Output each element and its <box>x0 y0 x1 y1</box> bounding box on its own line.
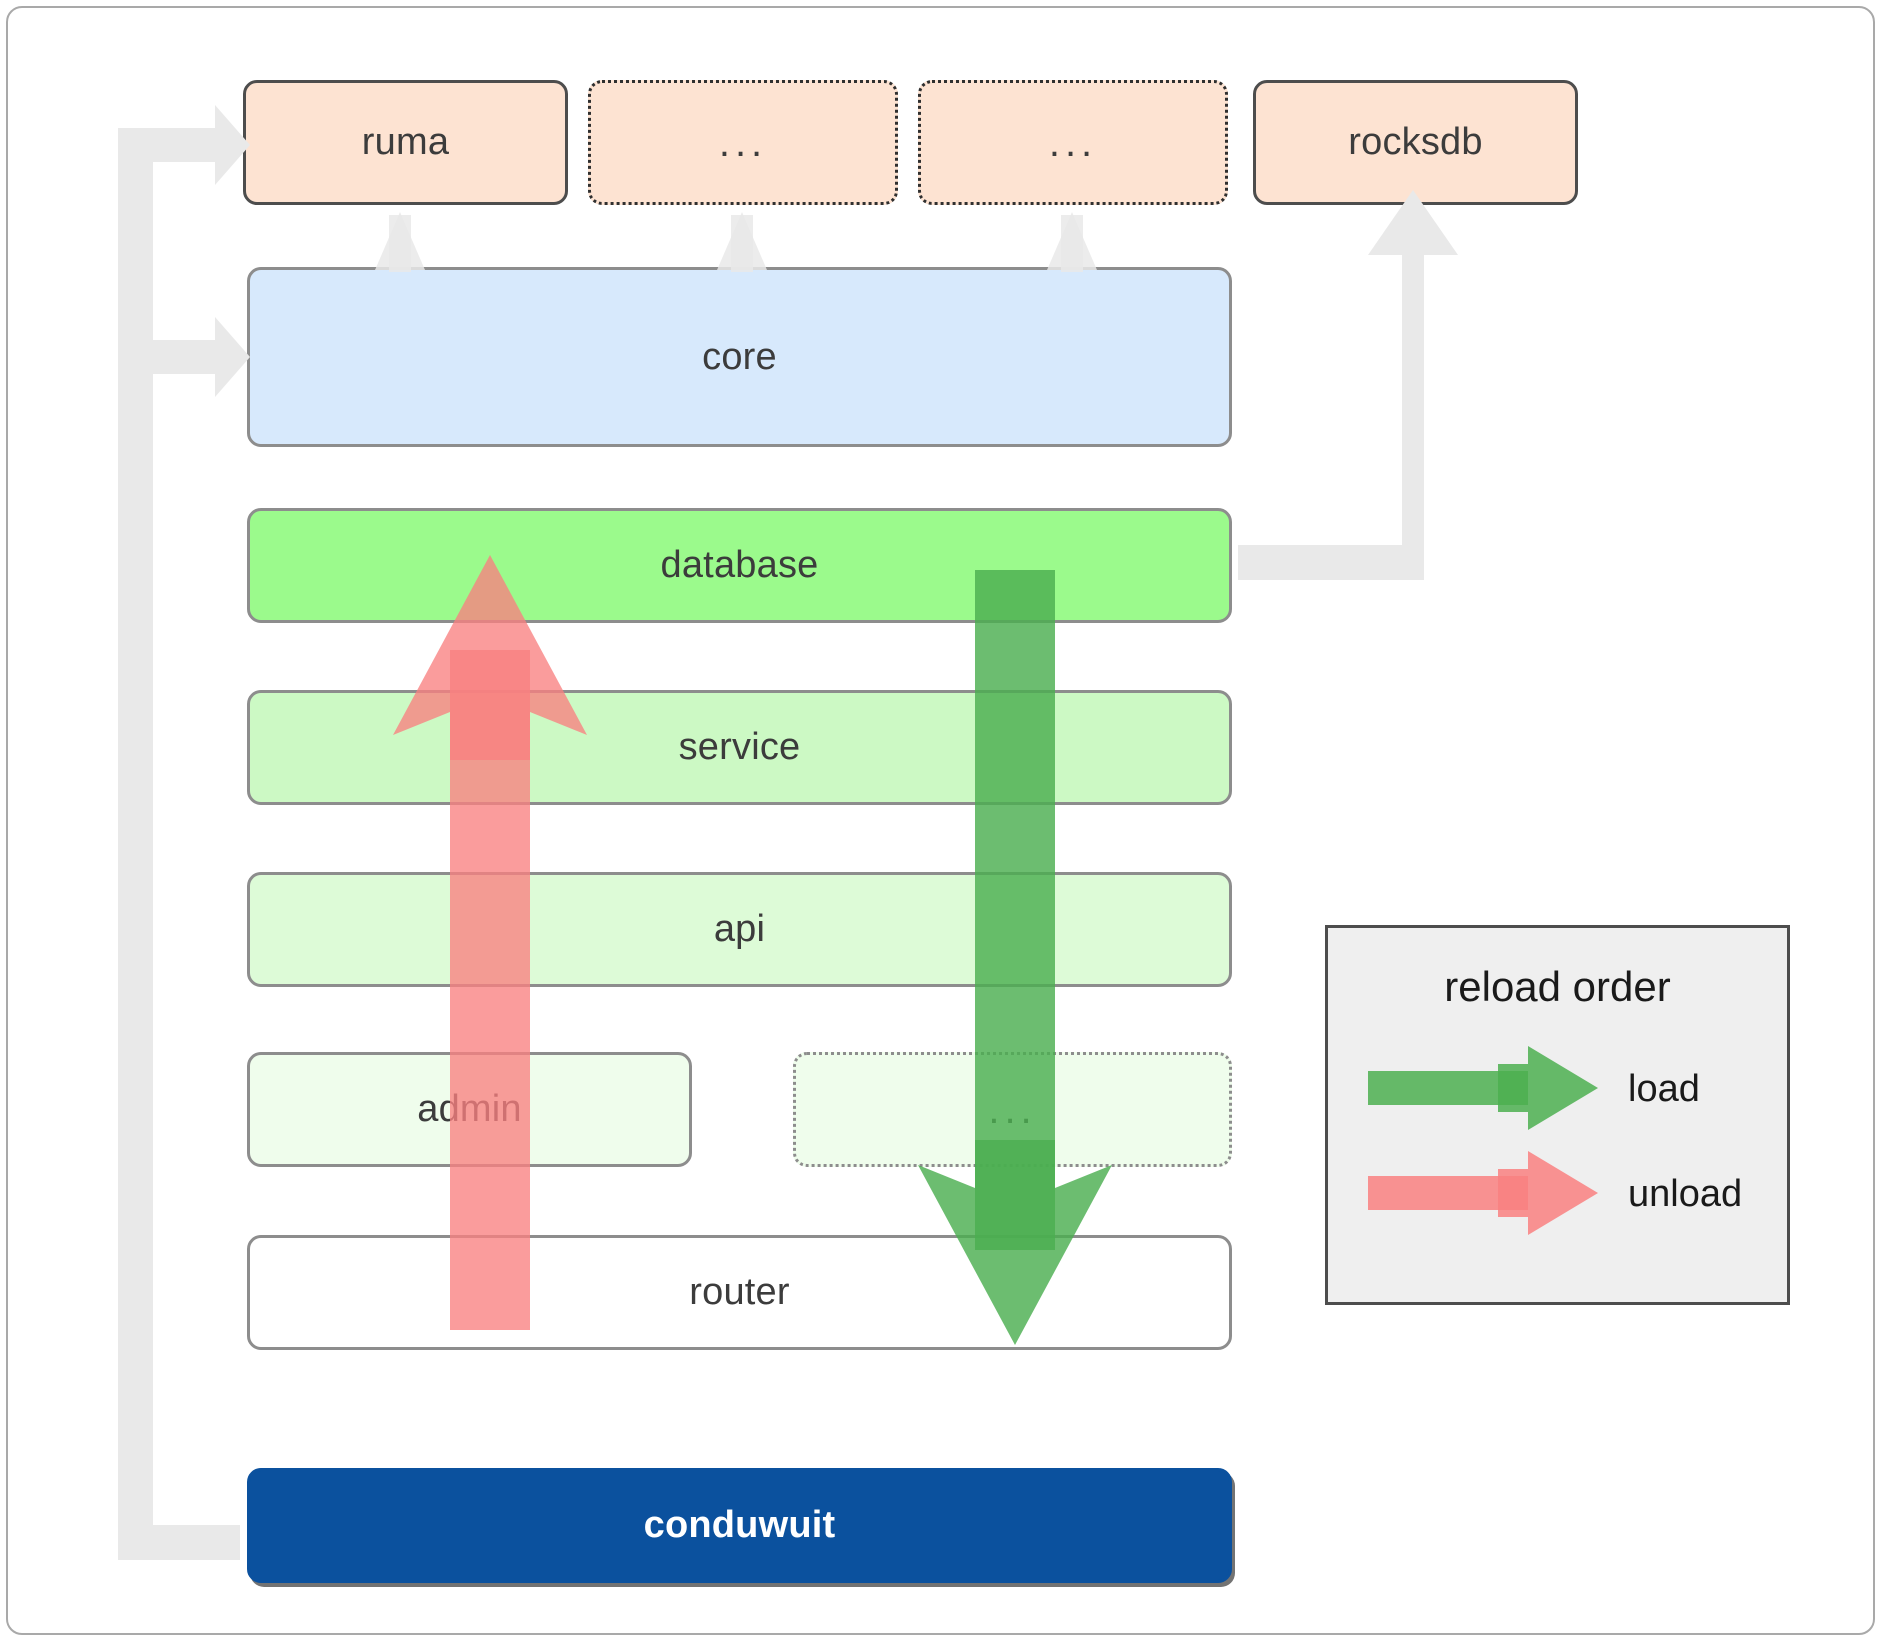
node-admin[interactable]: admin <box>247 1052 692 1167</box>
legend-load-arrow-icon <box>1368 1046 1598 1130</box>
node-ellipsis-top-1-label: ... <box>718 120 768 165</box>
legend-title: reload order <box>1444 963 1671 1010</box>
node-core-label: core <box>702 335 777 378</box>
node-api[interactable]: api <box>247 872 1232 987</box>
node-ellipsis-top-1[interactable]: ... <box>588 80 898 205</box>
node-router-label: router <box>689 1271 790 1313</box>
node-conduwuit-label: conduwuit <box>643 1504 836 1546</box>
node-admin-label: admin <box>417 1088 522 1130</box>
node-ellipsis-mid-label: ... <box>988 1087 1037 1132</box>
node-ruma-label: ruma <box>361 121 450 163</box>
diagram-frame <box>6 6 1875 1635</box>
node-ellipsis-top-2[interactable]: ... <box>918 80 1228 205</box>
node-core[interactable]: core <box>247 267 1232 447</box>
node-service-label: service <box>678 726 801 768</box>
legend-reload-order: reload order load unload <box>1325 925 1790 1305</box>
node-router[interactable]: router <box>247 1235 1232 1350</box>
node-conduwuit[interactable]: conduwuit <box>247 1468 1232 1583</box>
node-service[interactable]: service <box>247 690 1232 805</box>
node-api-label: api <box>713 908 766 950</box>
node-rocksdb[interactable]: rocksdb <box>1253 80 1578 205</box>
node-ruma[interactable]: ruma <box>243 80 568 205</box>
node-ellipsis-mid[interactable]: ... <box>793 1052 1232 1167</box>
node-ellipsis-top-2-label: ... <box>1048 120 1098 165</box>
legend-unload-arrow-icon <box>1368 1151 1598 1235</box>
node-database[interactable]: database <box>247 508 1232 623</box>
node-database-label: database <box>660 544 819 586</box>
node-rocksdb-label: rocksdb <box>1348 121 1483 163</box>
legend-unload-label: unload <box>1628 1173 1743 1215</box>
legend-load-label: load <box>1628 1068 1700 1110</box>
